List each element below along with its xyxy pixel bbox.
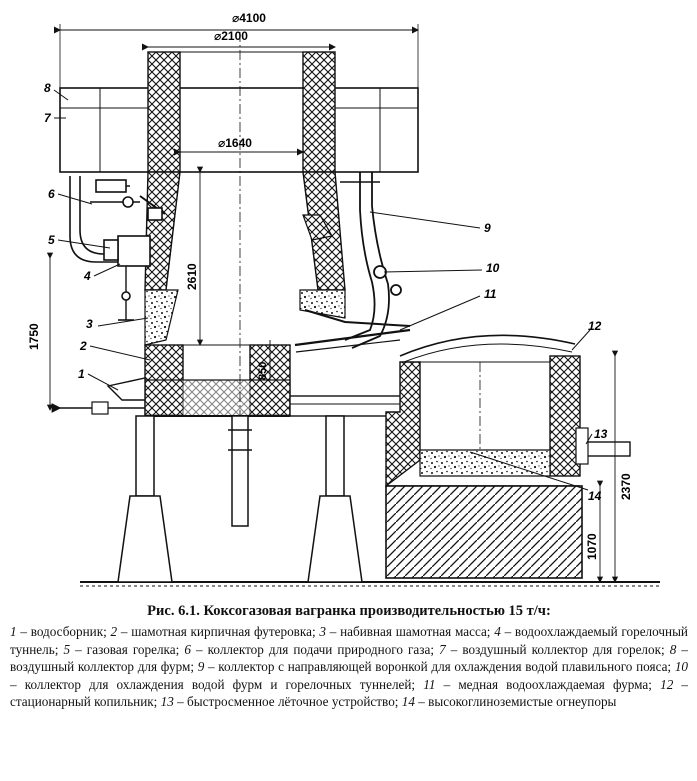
taphole-channel: [289, 395, 411, 417]
dim-1750-label: 1750: [27, 323, 41, 350]
legend-text: – коллектор для подачи природного газа;: [190, 641, 440, 657]
dimension-1070: 1070: [585, 480, 604, 583]
legend-text: – стационарный копильник;: [10, 676, 689, 710]
legend-number: 14: [401, 694, 415, 710]
dim-1070-label: 1070: [585, 533, 599, 560]
legend-number: 1: [10, 624, 17, 639]
burner-tunnel-right: [302, 214, 333, 241]
cupola-furnace-drawing: ⌀4100 ⌀2100 ⌀1640: [27, 11, 660, 587]
dim-1640-label: ⌀1640: [218, 136, 252, 150]
callout-10: 10: [486, 261, 500, 275]
callout-6: 6: [48, 187, 55, 201]
legend-number: 10: [674, 659, 688, 675]
legend-text: – высокоглиноземистые огнеупоры: [414, 694, 617, 710]
forehearth-foundation: [385, 485, 583, 579]
callout-8: 8: [44, 81, 51, 95]
water-collector: [51, 377, 146, 415]
legend-number: 12: [660, 676, 674, 692]
legend-text: – набивная шамотная масса;: [325, 624, 495, 639]
legend-number: 3: [319, 624, 326, 639]
callout-2: 2: [79, 339, 87, 353]
legend-text: – воздушный коллектор для горелок;: [445, 641, 670, 657]
legend-text: – водосборник;: [16, 624, 111, 639]
caption-title: Рис. 6.1. Коксогазовая вагранка производ…: [147, 603, 551, 619]
legend-text: – шамотная кирпичная футеровка;: [117, 624, 320, 639]
dimension-2370: 2370: [611, 350, 633, 583]
callout-1: 1: [78, 367, 85, 381]
left-burner-assembly: [69, 176, 166, 321]
legend-number: 13: [160, 694, 174, 710]
dimension-1640: ⌀1640: [174, 136, 304, 156]
legend-number: 11: [423, 676, 436, 692]
air-collector-box: [59, 87, 419, 173]
callout-3: 3: [86, 317, 93, 331]
legend-text: – коллектор для охлаждения водой фурм и …: [10, 676, 424, 692]
dim-2610-label: 2610: [185, 263, 199, 290]
dimension-2100: ⌀2100: [142, 29, 336, 51]
callout-9: 9: [484, 221, 491, 235]
callout-4: 4: [83, 269, 91, 283]
dimension-1750: 1750: [27, 252, 54, 411]
caption-legend: 1 – водосборник; 2 – шамотная кирпичная …: [10, 623, 688, 711]
legend-number: 5: [63, 641, 71, 657]
support-columns: [117, 415, 363, 583]
stationary-forehearth: [385, 334, 581, 488]
ground: [80, 581, 660, 587]
figure-caption: Рис. 6.1. Коксогазовая вагранка производ…: [10, 603, 688, 711]
dim-850-label: 850: [257, 362, 269, 380]
dim-2100-label: ⌀2100: [214, 29, 248, 43]
callout-numbers: 1 2 3 4 5 6 7 8 9 10 11 12 13 14: [44, 81, 608, 503]
dim-2370-label: 2370: [619, 473, 633, 500]
legend-text: – коллектор с направляющей воронкой для …: [204, 659, 675, 675]
legend-number: 6: [184, 641, 191, 657]
callout-13: 13: [594, 427, 608, 441]
legend-number: 4: [494, 624, 501, 639]
legend-text: – газовая горелка;: [70, 641, 185, 657]
callout-12: 12: [588, 319, 602, 333]
dimension-4100: ⌀4100: [54, 11, 419, 88]
dim-4100-label: ⌀4100: [232, 11, 266, 25]
legend-number: 8: [669, 641, 677, 657]
legend-number: 9: [197, 659, 205, 675]
callout-5: 5: [48, 233, 55, 247]
legend-text: – быстросменное лёточное устройство;: [173, 694, 402, 710]
callout-leaders: [53, 89, 593, 491]
legend-number: 7: [439, 641, 446, 657]
legend-text: – водоохлаждаемый горелочный туннель;: [10, 624, 688, 657]
hearth-lining: [144, 344, 291, 417]
dimension-2610: 2610: [185, 166, 204, 346]
callout-11: 11: [484, 287, 497, 301]
legend-number: 2: [110, 624, 118, 639]
legend-text: – медная водоохлаждаемая фурма;: [435, 676, 661, 692]
right-cooling-collectors: [294, 172, 411, 353]
callout-14: 14: [588, 489, 602, 503]
rammed-chamotte-mass: [144, 289, 346, 346]
dimension-850: 850: [257, 340, 271, 380]
callout-7: 7: [44, 111, 52, 125]
legend-text: – воздушный коллектор для фурм;: [10, 641, 688, 675]
